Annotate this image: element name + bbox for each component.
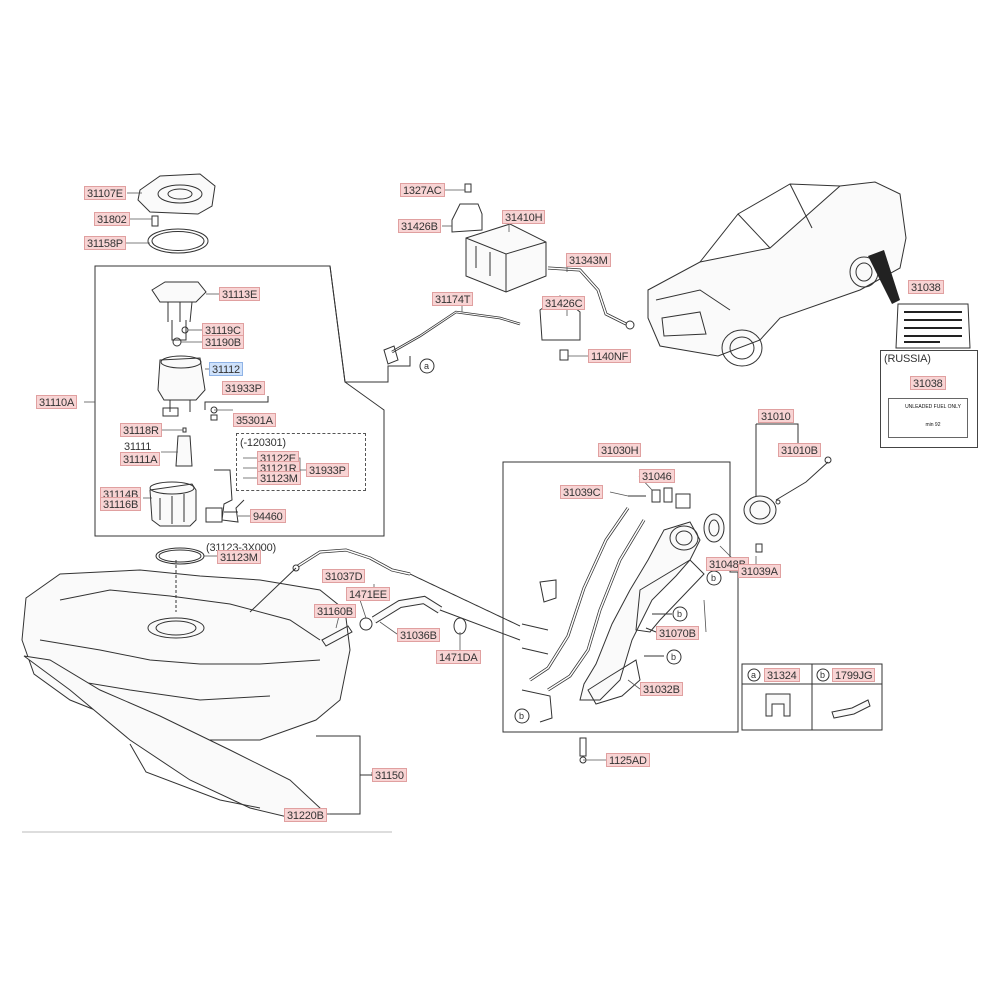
legend-box-b	[811, 663, 883, 731]
gasket-ring	[147, 228, 209, 254]
callout-b-lower: b	[519, 711, 524, 721]
label-94460[interactable]: 94460	[250, 509, 286, 523]
label-1471da[interactable]: 1471DA	[436, 650, 481, 664]
label-31112[interactable]: 31112	[209, 362, 243, 376]
label-31048b[interactable]: 31048B	[706, 557, 749, 571]
label-31039c[interactable]: 31039C	[560, 485, 604, 499]
fuel-tank	[21, 569, 351, 741]
fuel-sticker-line1: UNLEADED FUEL ONLY	[905, 404, 961, 410]
label-31111[interactable]: 31111	[124, 441, 152, 453]
fuel-pump-motor	[175, 435, 193, 467]
label-31107e[interactable]: 31107E	[84, 186, 126, 200]
fuel-sticker-line2: min 92	[925, 422, 941, 428]
label-russia: (RUSSIA)	[884, 353, 931, 365]
callout-b-seal: b	[711, 573, 716, 583]
label-31010b[interactable]: 31010B	[778, 443, 821, 457]
label-31174t[interactable]: 31174T	[432, 292, 474, 306]
fuel-filter	[149, 483, 197, 527]
label-31802[interactable]: 31802	[94, 212, 130, 226]
nut-1327ac	[464, 183, 472, 193]
bolt-31802	[151, 215, 159, 227]
fuel-cap	[743, 495, 777, 525]
car-illustration	[647, 181, 907, 357]
label-35301a[interactable]: 35301A	[233, 413, 276, 427]
label-31426b[interactable]: 31426B	[398, 219, 441, 233]
label-31038-russia[interactable]: 31038	[910, 376, 946, 390]
label-31190b[interactable]: 31190B	[202, 335, 244, 349]
label-31046[interactable]: 31046	[639, 469, 675, 483]
label-31933p-upper[interactable]: 31933P	[222, 381, 265, 395]
pump-flange	[151, 281, 207, 303]
fuel-filler-pipe	[579, 521, 701, 701]
fuel-sticker-russia	[888, 398, 968, 438]
label-31933p-lower[interactable]: 31933P	[306, 463, 349, 477]
label-1471ee[interactable]: 1471EE	[346, 587, 390, 601]
label-31116b[interactable]: 31116B	[100, 497, 142, 511]
label-31118r[interactable]: 31118R	[120, 423, 162, 437]
label-31038-main[interactable]: 31038	[908, 280, 944, 294]
filler-seal	[703, 513, 725, 543]
label-31030h[interactable]: 31030H	[598, 443, 642, 457]
label-31123m-tank[interactable]: 31123M	[217, 550, 261, 564]
cap-tether	[775, 461, 829, 501]
label-31039a[interactable]: 31039A	[738, 564, 781, 578]
label-31119c[interactable]: 31119C	[202, 323, 244, 337]
callout-a-legend: a	[751, 670, 756, 680]
label-31010[interactable]: 31010	[758, 409, 794, 423]
pump-cover-plate	[137, 173, 216, 215]
label-1125ad[interactable]: 1125AD	[606, 753, 650, 767]
label-location-pointer	[868, 250, 900, 304]
label-31160b[interactable]: 31160B	[314, 604, 356, 618]
callout-a-hose: a	[424, 361, 429, 371]
clip-31324-icon	[765, 693, 791, 717]
label-31158p[interactable]: 31158P	[84, 236, 126, 250]
label-31150[interactable]: 31150	[372, 768, 407, 782]
label-31036b[interactable]: 31036B	[397, 628, 440, 642]
label-31032b[interactable]: 31032B	[640, 682, 683, 696]
callout-b-legend: b	[820, 670, 825, 680]
label-1327ac[interactable]: 1327AC	[400, 183, 445, 197]
label-31343m[interactable]: 31343M	[566, 253, 611, 267]
label-31123m-sub[interactable]: 31123M	[257, 471, 301, 485]
clip-1799jg-icon	[831, 699, 871, 719]
canister-bracket-upper	[451, 203, 483, 233]
label-1140nf[interactable]: 1140NF	[588, 349, 632, 363]
label-31426c[interactable]: 31426C	[542, 296, 586, 310]
label-31111a[interactable]: 31111A	[120, 452, 161, 466]
label-31220b[interactable]: 31220B	[284, 808, 327, 822]
label-31324[interactable]: 31324	[764, 668, 800, 682]
label-31070b[interactable]: 31070B	[656, 626, 699, 640]
vent-pipe-31160b	[321, 625, 353, 647]
filler-lower-bracket	[587, 659, 641, 705]
fuel-sender	[214, 469, 245, 523]
label-31037d[interactable]: 31037D	[322, 569, 366, 583]
label-revision-120301: (-120301)	[240, 436, 286, 450]
callout-b-mid: b	[671, 652, 676, 662]
fuel-pump-assembly	[157, 357, 206, 401]
label-31410h[interactable]: 31410H	[502, 210, 546, 224]
label-31110a[interactable]: 31110A	[36, 395, 78, 409]
filler-neck-outline	[502, 461, 739, 733]
callout-b-upper: b	[677, 609, 682, 619]
filler-bracket	[635, 559, 705, 633]
label-1799jg[interactable]: 1799JG	[832, 668, 876, 682]
revision-subgroup-box	[236, 433, 366, 491]
label-31113e[interactable]: 31113E	[219, 287, 261, 301]
